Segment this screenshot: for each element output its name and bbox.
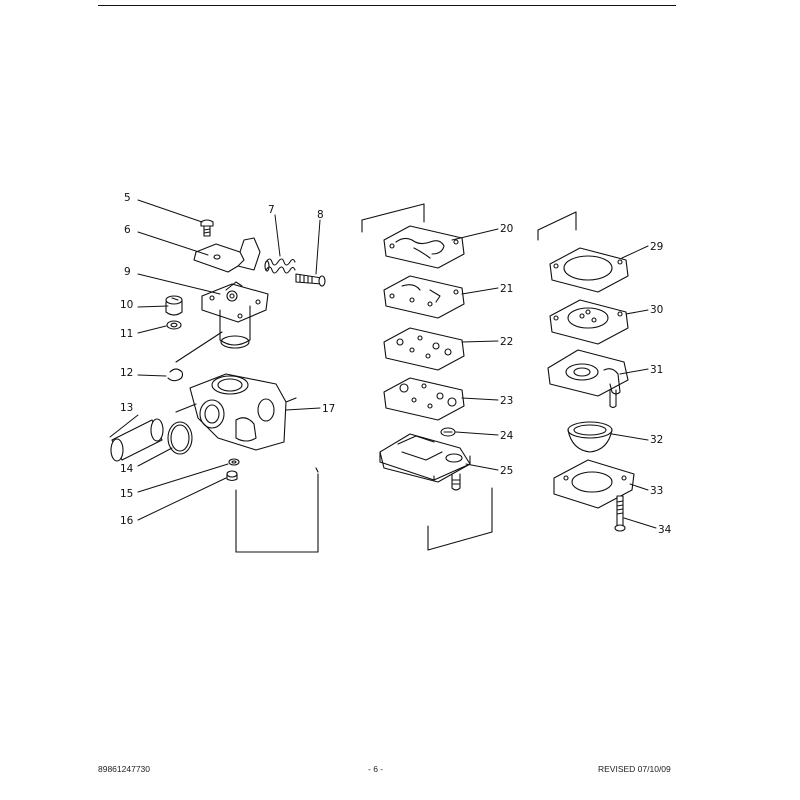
callout-30: 30 bbox=[650, 304, 663, 316]
callout-22: 22 bbox=[500, 336, 513, 348]
footer-page-number: - 6 - bbox=[368, 764, 384, 774]
top-rule bbox=[98, 5, 676, 6]
part-14-ring bbox=[167, 421, 193, 455]
callout-5: 5 bbox=[124, 192, 131, 204]
callout-15: 15 bbox=[120, 488, 133, 500]
part-11-washer bbox=[166, 320, 182, 330]
callout-8: 8 bbox=[317, 209, 324, 221]
part-7-spring bbox=[264, 258, 296, 274]
callout-7: 7 bbox=[268, 204, 275, 216]
part-29-gasket bbox=[549, 247, 629, 293]
callout-20: 20 bbox=[500, 223, 513, 235]
part-13-filter bbox=[110, 418, 164, 462]
middle-group-bracket-bottom bbox=[427, 487, 493, 551]
part-25-pump-body bbox=[379, 433, 471, 491]
callout-10: 10 bbox=[120, 299, 133, 311]
callout-29: 29 bbox=[650, 241, 663, 253]
part-5-screw bbox=[200, 219, 214, 237]
callout-24: 24 bbox=[500, 430, 514, 442]
callout-14: 14 bbox=[120, 463, 134, 475]
part-24-valve bbox=[440, 427, 456, 437]
part-30-diaphragm bbox=[549, 299, 629, 345]
callout-31: 31 bbox=[650, 364, 663, 376]
callout-25: 25 bbox=[500, 465, 513, 477]
callout-13: 13 bbox=[120, 402, 133, 414]
part-15-washer bbox=[228, 458, 240, 466]
part-10-cap bbox=[165, 295, 183, 316]
callout-12: 12 bbox=[120, 367, 133, 379]
callout-33: 33 bbox=[650, 485, 663, 497]
part-31-cover bbox=[547, 349, 629, 409]
footer-revised-date: REVISED 07/10/09 bbox=[598, 764, 671, 774]
part-16-plug bbox=[226, 470, 238, 482]
part-34-screw bbox=[614, 495, 626, 532]
part-22-gasket bbox=[383, 327, 465, 371]
callout-17: 17 bbox=[322, 403, 335, 415]
part-8-screw bbox=[295, 273, 326, 287]
part-33-base-plate bbox=[553, 459, 635, 509]
footer-part-number: 89861247730 bbox=[98, 764, 151, 774]
callout-32: 32 bbox=[650, 434, 663, 446]
part-9-upper-body bbox=[175, 281, 269, 363]
callout-11: 11 bbox=[120, 328, 133, 340]
left-group-bracket bbox=[235, 467, 319, 553]
part-20-gasket bbox=[383, 225, 465, 269]
middle-group-bracket-top bbox=[361, 203, 425, 233]
part-12-clip bbox=[167, 368, 184, 382]
callout-34: 34 bbox=[658, 524, 672, 536]
callout-16: 16 bbox=[120, 515, 134, 527]
callout-9: 9 bbox=[124, 266, 131, 278]
callout-21: 21 bbox=[500, 283, 513, 295]
part-17-main-body bbox=[175, 373, 297, 451]
right-group-bracket-top bbox=[537, 211, 577, 241]
leader-lines bbox=[109, 199, 657, 529]
callout-6: 6 bbox=[124, 224, 131, 236]
callout-23: 23 bbox=[500, 395, 513, 407]
part-21-diaphragm bbox=[383, 275, 465, 319]
part-32-cup bbox=[567, 421, 613, 453]
part-6-bracket bbox=[193, 237, 261, 273]
callout-numbers: 5 6 7 8 9 10 11 12 13 14 15 16 17 20 21 … bbox=[120, 192, 672, 536]
part-23-plate bbox=[383, 377, 465, 421]
